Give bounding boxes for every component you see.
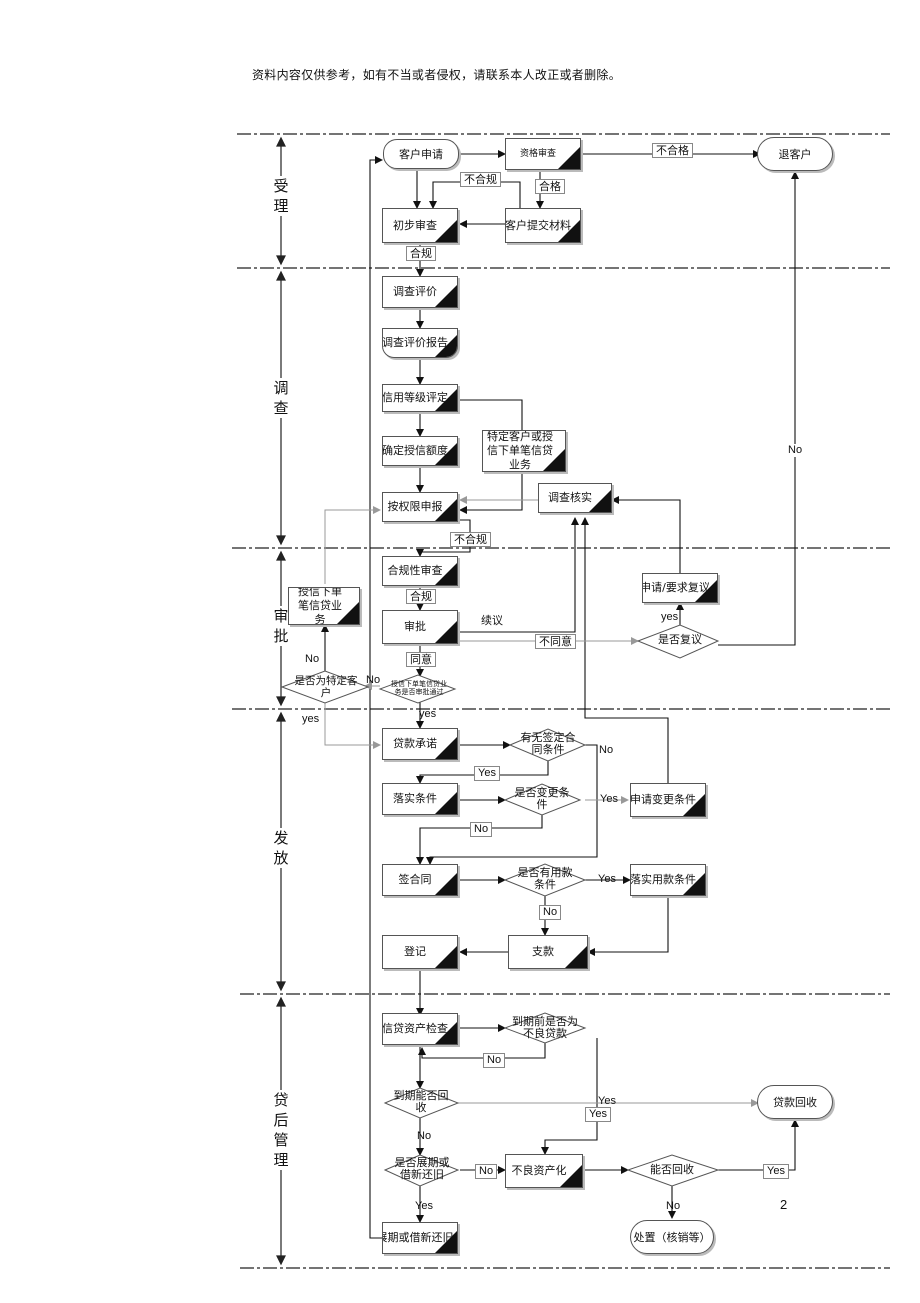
node-register: 登记 — [382, 935, 458, 969]
node-credit-limit: 确定授信额度 — [382, 436, 458, 466]
node-extend: 展期或借新还旧 — [382, 1222, 458, 1254]
node-nonperforming: 不良资产化 — [505, 1154, 583, 1188]
node-survey-report: 调查评价报告 — [382, 328, 458, 358]
edge-label-no-due: No — [417, 1130, 432, 1142]
node-approval: 审批 — [382, 610, 458, 644]
decision-passed: 授信下单笔信贷业务是否审批通过 — [391, 680, 447, 696]
edge-label-yes-extend: Yes — [415, 1200, 433, 1212]
edge-label-qualified: 合格 — [535, 179, 565, 194]
node-qualify: 资格审查 — [505, 138, 581, 170]
page-number: 2 — [780, 1197, 788, 1212]
header-note: 资料内容仅供参考，如有不当或者侵权，请联系本人改正或者删除。 — [252, 68, 622, 82]
node-apply: 客户申请 — [383, 139, 459, 169]
node-prelim: 初步审查 — [382, 208, 458, 243]
node-request-review: 申请/要求复议 — [642, 573, 718, 603]
edge-label-yes-passed: yes — [419, 708, 437, 720]
edge-label-no-recover: No — [666, 1200, 681, 1212]
edge-label-no-bad: No — [483, 1053, 506, 1068]
lane-accept: 受理 — [270, 176, 292, 216]
decision-special: 是否为特定客户 — [294, 675, 358, 699]
edge-label-no-usage: No — [539, 905, 562, 920]
node-apply-change: 申请变更条件 — [630, 783, 706, 817]
decision-change: 是否变更条件 — [514, 786, 570, 811]
edge-label-compliant-2: 合规 — [406, 589, 436, 604]
connectors-gray — [324, 496, 759, 1107]
connectors — [321, 150, 799, 1239]
decision-diamonds — [280, 624, 720, 1187]
lane-investigate: 调查 — [270, 378, 292, 418]
edge-label-disagree: 不同意 — [535, 634, 576, 649]
node-survey: 调查评价 — [382, 276, 458, 308]
edge-label-no-extend: No — [475, 1164, 498, 1179]
edge-label-no-contract: No — [599, 744, 614, 756]
decision-contract: 有无签定合同条件 — [520, 731, 576, 756]
node-sign: 签合同 — [382, 864, 458, 896]
edge-label-no-passed: No — [366, 674, 381, 686]
edge-label-no-change: No — [470, 822, 493, 837]
edge-label-yes-change: Yes — [600, 793, 618, 805]
edge-label-noncompliant: 不合规 — [460, 172, 501, 187]
edge-label-yes-special: yes — [302, 713, 320, 725]
node-asset-check: 信贷资产检查 — [382, 1013, 458, 1045]
edge-label-yes-recover: Yes — [763, 1164, 789, 1179]
edge-label-yes-due: Yes — [598, 1095, 616, 1107]
edge-label-continue: 续议 — [481, 614, 503, 627]
edge-label-unqualified: 不合格 — [652, 143, 693, 158]
node-verify: 调查核实 — [538, 483, 612, 513]
node-reject-customer: 退客户 — [757, 137, 833, 171]
edge-label-yes-review: yes — [661, 611, 679, 623]
edge-label-no-reject: No — [788, 444, 803, 457]
node-implement: 落实条件 — [382, 783, 458, 815]
edge-label-agree: 同意 — [406, 652, 436, 667]
lane-approve: 审批 — [270, 606, 292, 646]
node-credit-rating: 信用等级评定 — [382, 384, 458, 412]
node-loan-commit: 贷款承诺 — [382, 728, 458, 760]
decision-can-recover: 能否回收 — [650, 1163, 694, 1176]
node-report-auth: 按权限申报 — [382, 492, 458, 522]
node-special-customer: 特定客户或授信下单笔信贷业务 — [482, 430, 566, 472]
edge-label-noncompliant-2: 不合规 — [450, 532, 491, 547]
node-loan-recovered: 贷款回收 — [757, 1085, 833, 1119]
decision-usage: 是否有用款条件 — [517, 866, 573, 891]
edge-label-yes-contract: Yes — [474, 766, 500, 781]
node-implement-usage: 落实用款条件 — [630, 864, 706, 896]
edge-label-yes-bad: Yes — [585, 1107, 611, 1122]
lane-release: 发放 — [270, 828, 292, 868]
edge-label-no-special: No — [305, 653, 320, 665]
edge-label-yes-usage: Yes — [598, 873, 616, 885]
node-dispose: 处置（核销等） — [630, 1220, 714, 1254]
node-submit-materials: 客户提交材料 — [505, 208, 581, 243]
lane-postloan: 贷后管理 — [270, 1090, 292, 1170]
decision-review: 是否复议 — [658, 633, 702, 646]
node-disburse: 支款 — [508, 935, 588, 969]
edge-label-compliant: 合规 — [406, 246, 436, 261]
decision-extend: 是否展期或借新还旧 — [394, 1156, 450, 1181]
node-compliance: 合规性审查 — [382, 556, 458, 586]
decision-bad: 到期前是否为不良贷款 — [512, 1015, 578, 1040]
node-credit-single: 授信下单笔信贷业务 — [288, 587, 360, 625]
lane-separators — [232, 133, 890, 1269]
decision-due: 到期能否回收 — [393, 1089, 449, 1114]
